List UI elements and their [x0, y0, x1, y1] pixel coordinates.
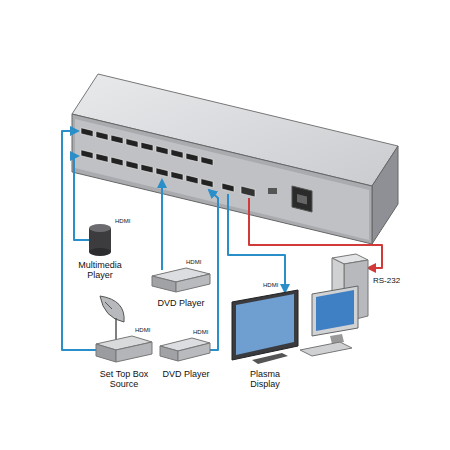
hdmi-cable — [74, 156, 89, 240]
hdmi-port — [141, 164, 153, 173]
plasma-display — [232, 290, 298, 364]
hdmi-port — [141, 142, 153, 151]
device-name: Multimedia Player — [70, 260, 130, 280]
hdmi-port — [126, 139, 138, 148]
hdmi-port — [111, 135, 123, 144]
signal-label: HDMI — [114, 218, 131, 225]
signal-label: HDMI — [192, 329, 209, 336]
box-front — [96, 344, 116, 362]
monitor — [312, 286, 358, 336]
signal-label: HDMI — [185, 259, 202, 266]
multimedia-player — [89, 224, 111, 256]
housing-side — [372, 146, 398, 244]
device-name: DVD Player — [155, 369, 217, 379]
fuse — [268, 188, 277, 194]
signal-label: HDMI — [134, 327, 151, 334]
device-label: Multimedia Player — [70, 260, 130, 280]
dish — [100, 296, 124, 322]
player-top — [89, 224, 111, 232]
hdmi-port — [171, 149, 183, 158]
box-front — [160, 346, 178, 361]
port-label: RS-232 — [372, 276, 401, 285]
hdmi-cable — [209, 190, 218, 350]
device-label: DVD Player — [155, 369, 217, 379]
hdmi-port — [96, 131, 108, 140]
hdmi-cable — [228, 194, 285, 292]
rear-panel — [75, 119, 369, 240]
monitor-screen — [316, 290, 354, 331]
hdmi-port — [156, 146, 168, 155]
box-side — [116, 342, 152, 362]
device-label: DVD Player — [146, 298, 216, 308]
output-port — [222, 183, 234, 192]
box-side — [176, 274, 210, 292]
keyboard — [300, 342, 352, 356]
device-label: Set Top Box Source — [94, 369, 154, 389]
rs232-cable — [249, 198, 382, 268]
satellite-dish — [100, 296, 124, 340]
power-pins — [297, 194, 307, 204]
display-bezel — [232, 290, 298, 360]
dvd-player — [160, 338, 210, 361]
matrix-switcher — [72, 74, 398, 244]
dish-pole — [115, 318, 117, 340]
dvd-player — [152, 268, 210, 292]
signal-label: HDMI — [262, 282, 279, 289]
hdmi-port — [171, 171, 183, 180]
set-top-box — [96, 336, 152, 362]
computer — [300, 254, 368, 356]
device-label: Plasma Display — [237, 369, 293, 389]
hdmi-cable — [161, 180, 163, 270]
display-screen — [236, 294, 294, 355]
box-front — [152, 276, 176, 292]
power-socket — [292, 186, 312, 212]
hdmi-port — [81, 150, 93, 159]
device-name: Set Top Box Source — [94, 369, 154, 389]
hdmi-port — [201, 179, 213, 188]
hdmi-port — [81, 128, 93, 137]
hdmi-port — [186, 175, 198, 184]
device-name: DVD Player — [146, 298, 216, 308]
rs232-connector — [241, 186, 255, 197]
hdmi-port — [111, 157, 123, 166]
box-side — [178, 343, 210, 361]
player-base — [89, 248, 111, 256]
hdmi-port — [201, 157, 213, 166]
port-group — [81, 128, 213, 188]
dish-arm — [105, 302, 112, 309]
hdmi-port — [126, 161, 138, 170]
display-stand — [252, 353, 288, 364]
hdmi-port — [186, 153, 198, 162]
hdmi-port — [96, 153, 108, 162]
device-name: Plasma Display — [237, 369, 293, 389]
hdmi-port — [156, 168, 168, 177]
housing-rear — [72, 114, 372, 244]
